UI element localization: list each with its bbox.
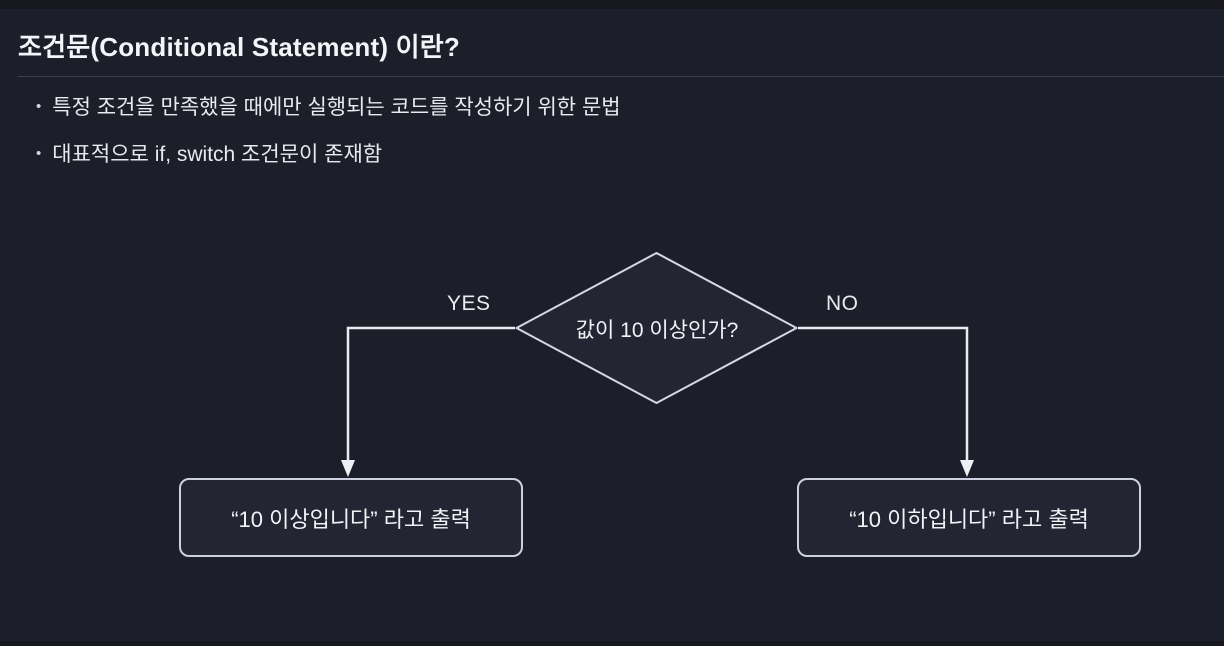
yes-branch-connector bbox=[346, 326, 515, 461]
no-result-text: “10 이하입니다” 라고 출력 bbox=[849, 506, 1089, 532]
no-branch-label: NO bbox=[826, 292, 859, 315]
top-letterbox-strip bbox=[0, 0, 1224, 9]
yes-result-box: “10 이상입니다” 라고 출력 bbox=[179, 478, 523, 557]
bullet-text: 특정 조건을 만족했을 때에만 실행되는 코드를 작성하기 위한 문법 bbox=[52, 96, 621, 119]
no-branch-arrowhead-icon bbox=[960, 460, 974, 477]
bullet-text: 대표적으로 if, switch 조건문이 존재함 bbox=[52, 143, 383, 166]
no-branch-connector bbox=[798, 326, 969, 461]
bottom-letterbox-strip bbox=[0, 641, 1224, 646]
decision-diamond-shape bbox=[515, 252, 798, 404]
no-result-box: “10 이하입니다” 라고 출력 bbox=[797, 478, 1141, 557]
bullet-item: 대표적으로 if, switch 조건문이 존재함 bbox=[36, 139, 621, 167]
yes-branch-label: YES bbox=[447, 292, 491, 315]
bullet-list: 특정 조건을 만족했을 때에만 실행되는 코드를 작성하기 위한 문법 대표적으… bbox=[36, 92, 621, 186]
decision-label: 값이 10 이상인가? bbox=[575, 319, 739, 342]
yes-branch-arrowhead-icon bbox=[341, 460, 355, 477]
page-title: 조건문(Conditional Statement) 이란? bbox=[18, 32, 460, 62]
bullet-item: 특정 조건을 만족했을 때에만 실행되는 코드를 작성하기 위한 문법 bbox=[36, 92, 621, 120]
yes-result-text: “10 이상입니다” 라고 출력 bbox=[231, 506, 471, 532]
title-divider bbox=[18, 76, 1224, 77]
